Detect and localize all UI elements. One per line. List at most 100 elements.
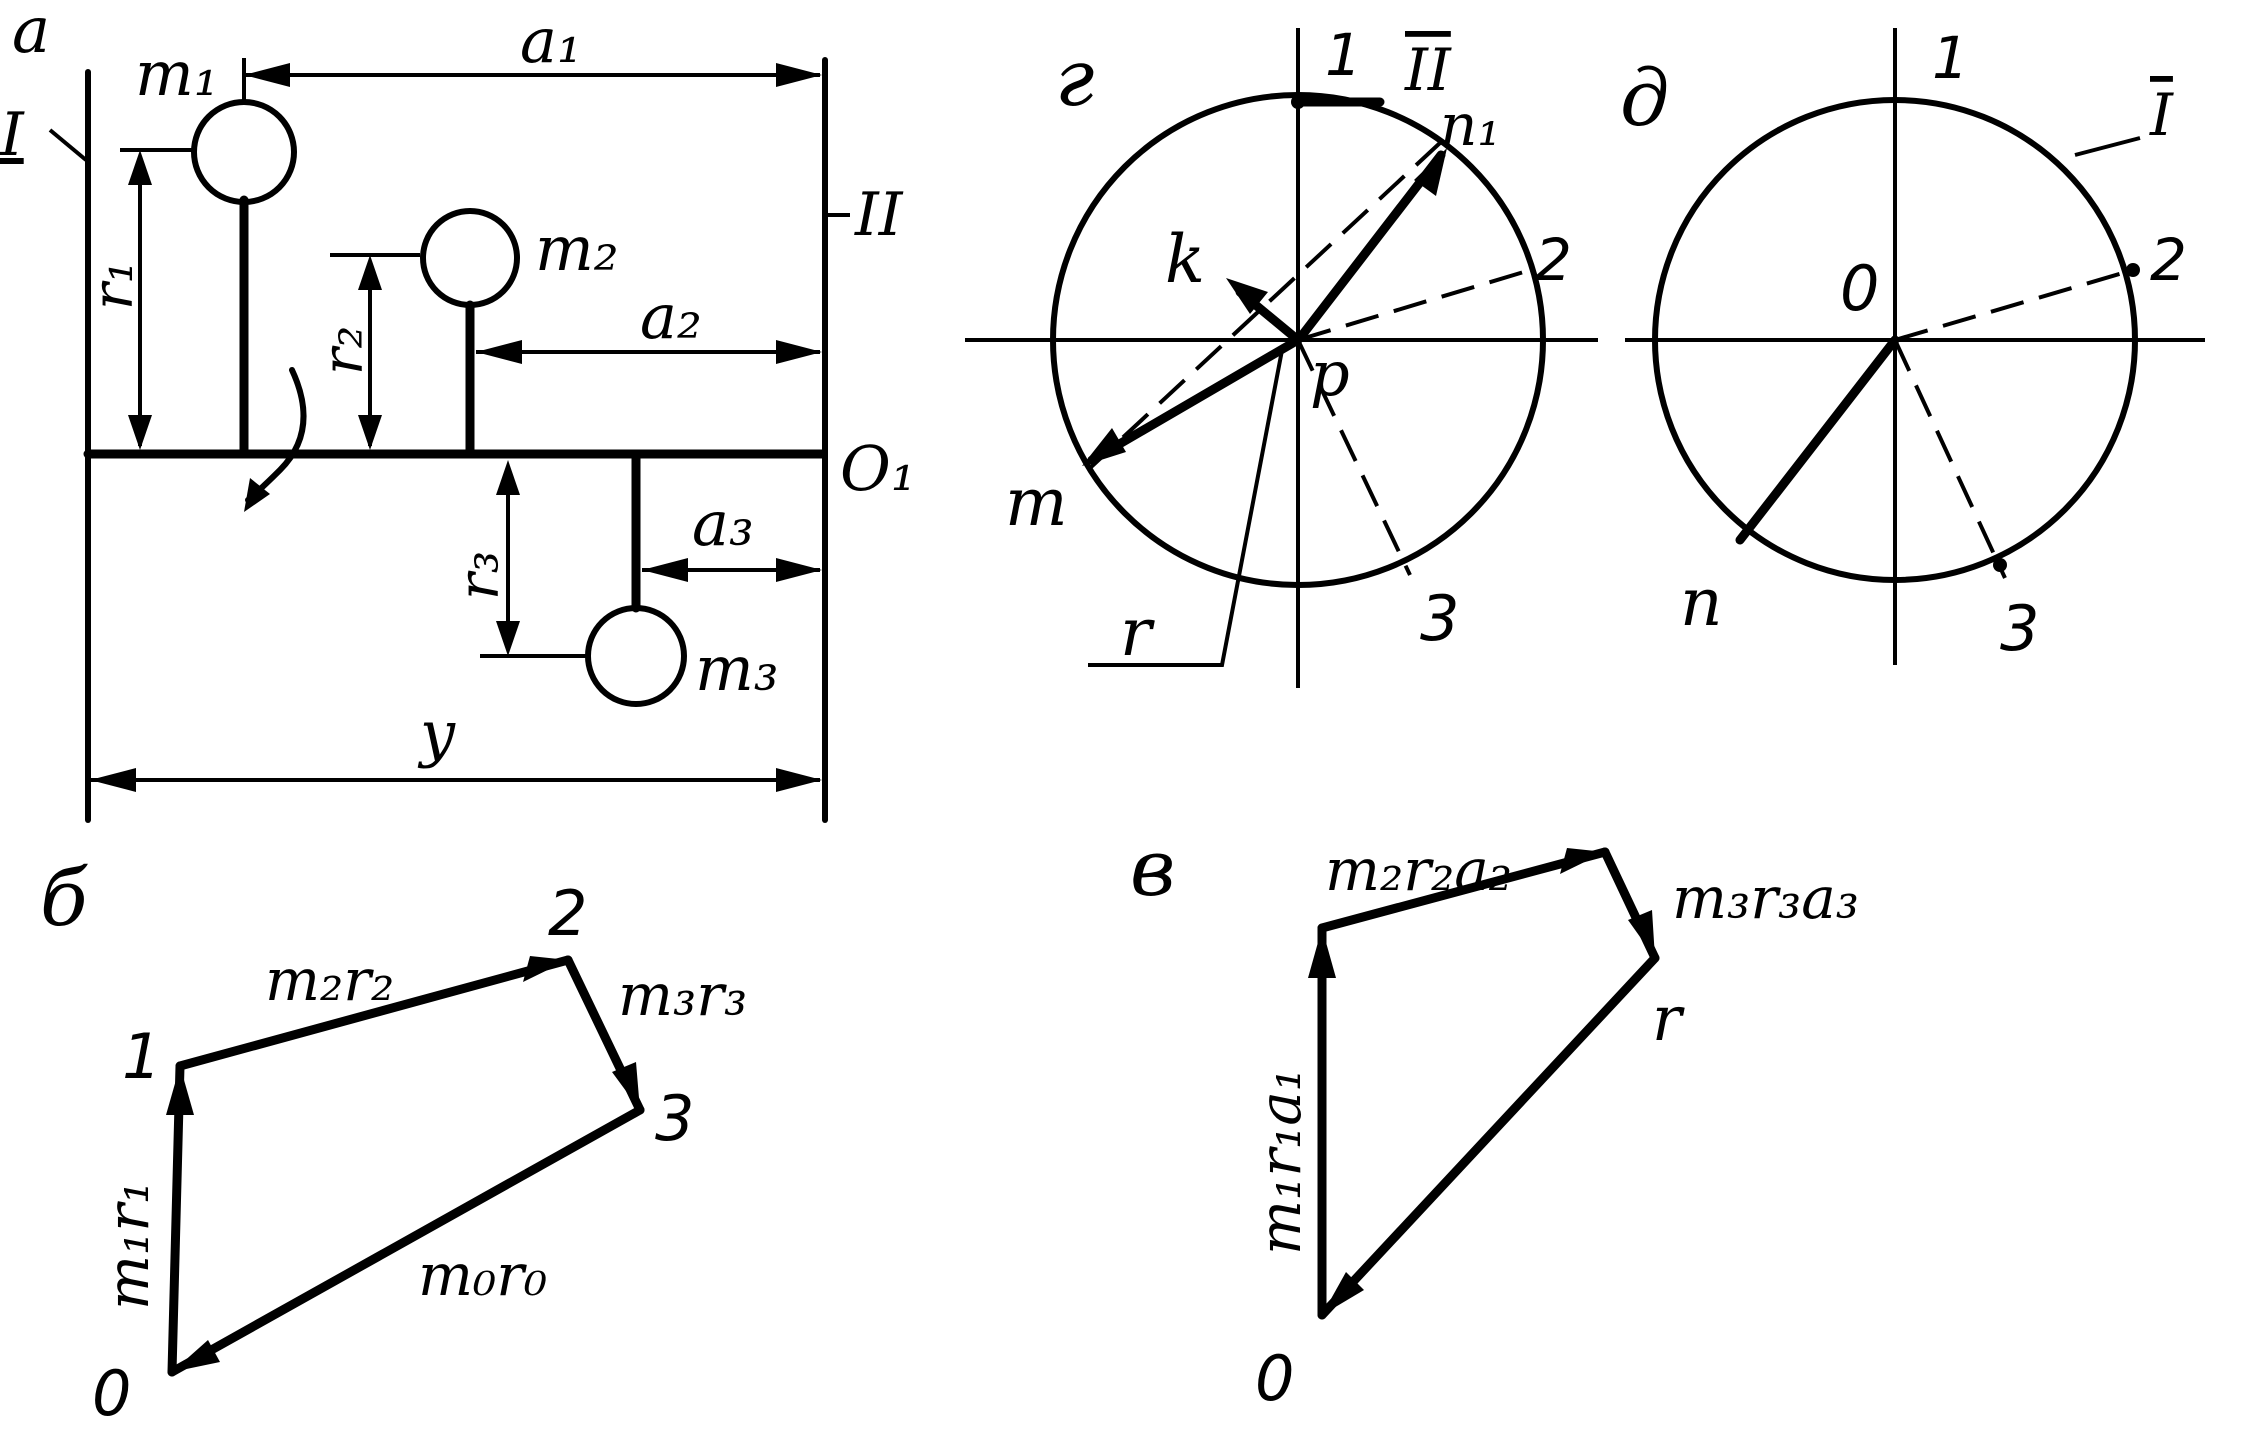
panel-d-letter: д — [1620, 54, 1669, 144]
point-1-label-d: 1 — [1932, 24, 1969, 92]
r3-arrow-top — [496, 460, 520, 495]
r2-label: r₂ — [311, 326, 376, 375]
point-0-v-label: 0 — [1255, 1342, 1294, 1415]
a1-label: a₁ — [520, 4, 582, 77]
y-arrow-right — [776, 768, 822, 792]
vector-m1r1a1-arrow — [1308, 928, 1336, 978]
vector-closing-arrow — [1322, 1272, 1364, 1315]
plane-II-label-g: II — [1404, 36, 1452, 104]
vector-m0r0-arrow — [172, 1340, 220, 1372]
p-label: p — [1310, 337, 1350, 410]
a3-arrow-left — [642, 558, 688, 582]
mass3-circle — [585, 605, 687, 707]
vector-m2r2-label: m₂r₂ — [265, 946, 394, 1014]
center-0-label: 0 — [1840, 252, 1879, 325]
panel-v-moment-polygon: в 0 r m₁r₁a₁ m₂r₂a₂ m₃r₃a₃ — [1130, 824, 1859, 1415]
vector-p-n1-line — [1295, 150, 1446, 343]
r-leader-line — [1088, 344, 1285, 667]
r1-label: r₁ — [81, 261, 146, 310]
a1-arrow-left — [244, 63, 290, 87]
vector-m2r2-line — [175, 955, 573, 1071]
panel-d-plane-I-circle: д 1 I 2 0 n 3 — [1620, 24, 2205, 665]
plane-I-label: I — [0, 100, 25, 170]
vector-p-n1-arrow — [1414, 148, 1447, 196]
vector-m3r3a3-arrow — [1628, 910, 1655, 958]
k-label: k — [1165, 221, 1205, 298]
vector-m0r0-label: m₀r₀ — [418, 1241, 547, 1309]
point-3-label-g: 3 — [1420, 582, 1459, 655]
point-1-label: 1 — [122, 1020, 161, 1093]
plane-II-label: II — [854, 180, 904, 250]
rotation-arc — [245, 367, 307, 503]
y-arrow-left — [90, 768, 136, 792]
mass1-circle — [191, 99, 297, 205]
vector-m3r3-label: m₃r₃ — [618, 961, 747, 1029]
r1-arrow-bottom — [128, 415, 152, 450]
vector-m1r1-arrow — [166, 1066, 194, 1115]
vector-m0r0-line — [167, 1105, 645, 1377]
r1-arrow-top — [128, 150, 152, 185]
a2-arrow-left — [476, 340, 522, 364]
vector-m1r1-line — [167, 1061, 185, 1377]
n1-label: n₁ — [1440, 91, 1501, 159]
dashed-line-2-d — [1894, 268, 2134, 342]
a3-label: a₃ — [692, 487, 754, 560]
a1-arrow-right — [776, 63, 822, 87]
point-3-dot-d — [1993, 558, 2007, 572]
point-r-label: r — [1652, 982, 1685, 1055]
point-0-label: 0 — [92, 1357, 131, 1430]
point-3-label: 3 — [655, 1082, 694, 1155]
mass1-label: m₁ — [135, 37, 219, 110]
vector-n-line — [1735, 335, 1900, 545]
panel-g-plane-II-circle: г 1 II n₁ 2 k p m 3 r — [965, 21, 1598, 688]
a2-label: a₂ — [640, 280, 702, 353]
r-label-g: r — [1120, 594, 1155, 671]
vector-m2r2a2-line — [1317, 847, 1610, 933]
dashed-line-3-d — [1893, 339, 2007, 579]
vector-m1r1-label: m₁r₁ — [94, 1181, 162, 1310]
dashed-line-n1-m — [1088, 140, 1443, 470]
vector-m3r3a3-label: m₃r₃a₃ — [1672, 864, 1859, 932]
vector-m2r2a2-label: m₂r₂a₂ — [1325, 836, 1512, 904]
point-1-label-g: 1 — [1325, 21, 1362, 89]
r3-label: r₃ — [447, 551, 512, 600]
panel-b-force-polygon: б 0 1 2 3 m₁r₁ m₂r₂ m₃r₃ m₀r₀ — [40, 854, 747, 1430]
r2-arrow-bottom — [358, 415, 382, 450]
r3-arrow-bottom — [496, 621, 520, 656]
point-2-label-d: 2 — [2150, 226, 2187, 294]
point-2-label: 2 — [548, 877, 587, 950]
vector-p-k-arrow — [1226, 278, 1268, 314]
vector-m3r3-arrow — [612, 1062, 640, 1110]
plane-I-leader-d — [2074, 136, 2141, 157]
point-2-label-g: 2 — [1535, 226, 1572, 294]
vector-m2r2a2-arrow — [1560, 848, 1605, 874]
vector-m2r2-arrow — [523, 956, 568, 982]
panel-v-letter: в — [1130, 824, 1175, 914]
dashed-line-3 — [1296, 339, 1412, 576]
r2-arrow-top — [358, 255, 382, 290]
point-3-label-d: 3 — [2000, 592, 2039, 665]
vector-closing-line — [1317, 953, 1660, 1320]
plane-I-label-d: I — [2149, 81, 2174, 149]
panel-a-letter: a — [12, 0, 50, 68]
plane-I-leader — [48, 128, 88, 162]
dashed-line-2 — [1297, 269, 1528, 342]
mass2-circle — [420, 208, 520, 308]
vector-m1r1a1-label: m₁r₁a₁ — [1246, 1068, 1314, 1255]
y-label: y — [417, 697, 456, 770]
mass3-label: m₃ — [695, 632, 779, 705]
a2-arrow-right — [776, 340, 822, 364]
vector-p-m-line — [1087, 335, 1303, 465]
a3-arrow-right — [776, 558, 822, 582]
point-2-dot-d — [2126, 263, 2140, 277]
panel-b-letter: б — [40, 854, 88, 944]
rotation-arrow-head — [244, 478, 270, 512]
vector-p-m-arrow — [1082, 428, 1126, 466]
axis-O1-label: O₁ — [840, 432, 916, 505]
m-label: m — [1005, 464, 1068, 541]
n-label: n — [1680, 564, 1723, 641]
panel-g-letter: г — [1055, 34, 1094, 124]
mass2-label: m₂ — [535, 212, 619, 285]
